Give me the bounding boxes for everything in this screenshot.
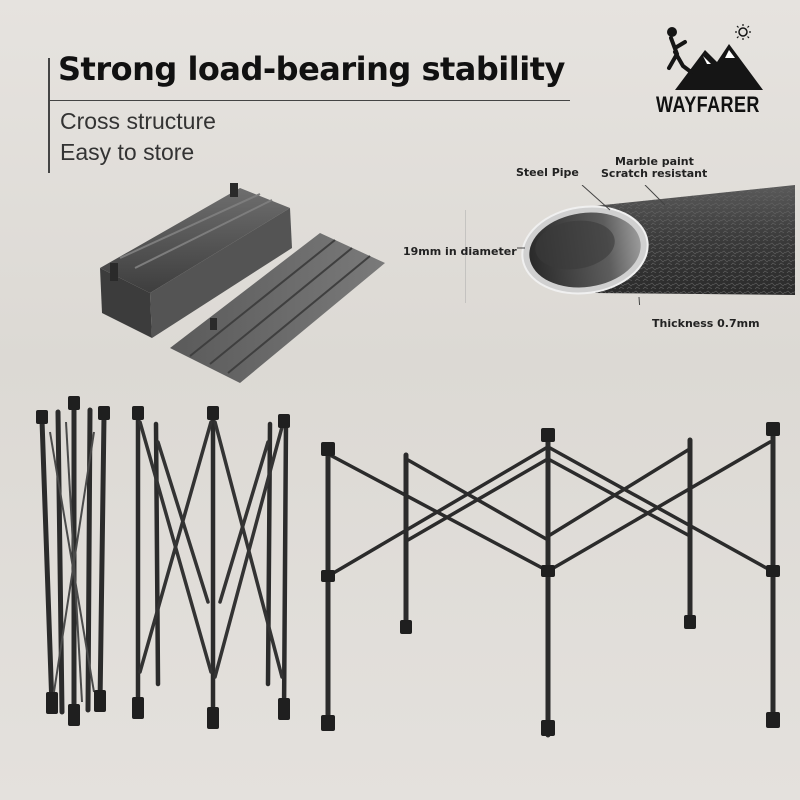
steel-pipe-label: Steel Pipe [516,166,579,179]
scratch-resistant-label: Scratch resistant [601,167,708,180]
feature-easy-to-store: Easy to store [60,139,195,165]
feature-cross-structure: Cross structure [60,108,216,134]
marble-paint-label: Marble paint [615,155,694,168]
frame-fully-open [321,422,780,738]
brand-name: WAYFARER [656,92,760,117]
steel-pipe-cross-section [465,185,795,305]
frame-half-open [132,406,290,729]
diameter-label: 19mm in diameter [403,245,517,258]
title-underline [48,100,570,101]
page-title: Strong load-bearing stability [58,50,565,88]
hiker-mountain-logo-icon [667,24,763,90]
vertical-accent-line [48,58,50,173]
frame-folded [36,396,110,726]
folded-frame-pieces [100,183,385,383]
thickness-label: Thickness 0.7mm [652,317,760,330]
